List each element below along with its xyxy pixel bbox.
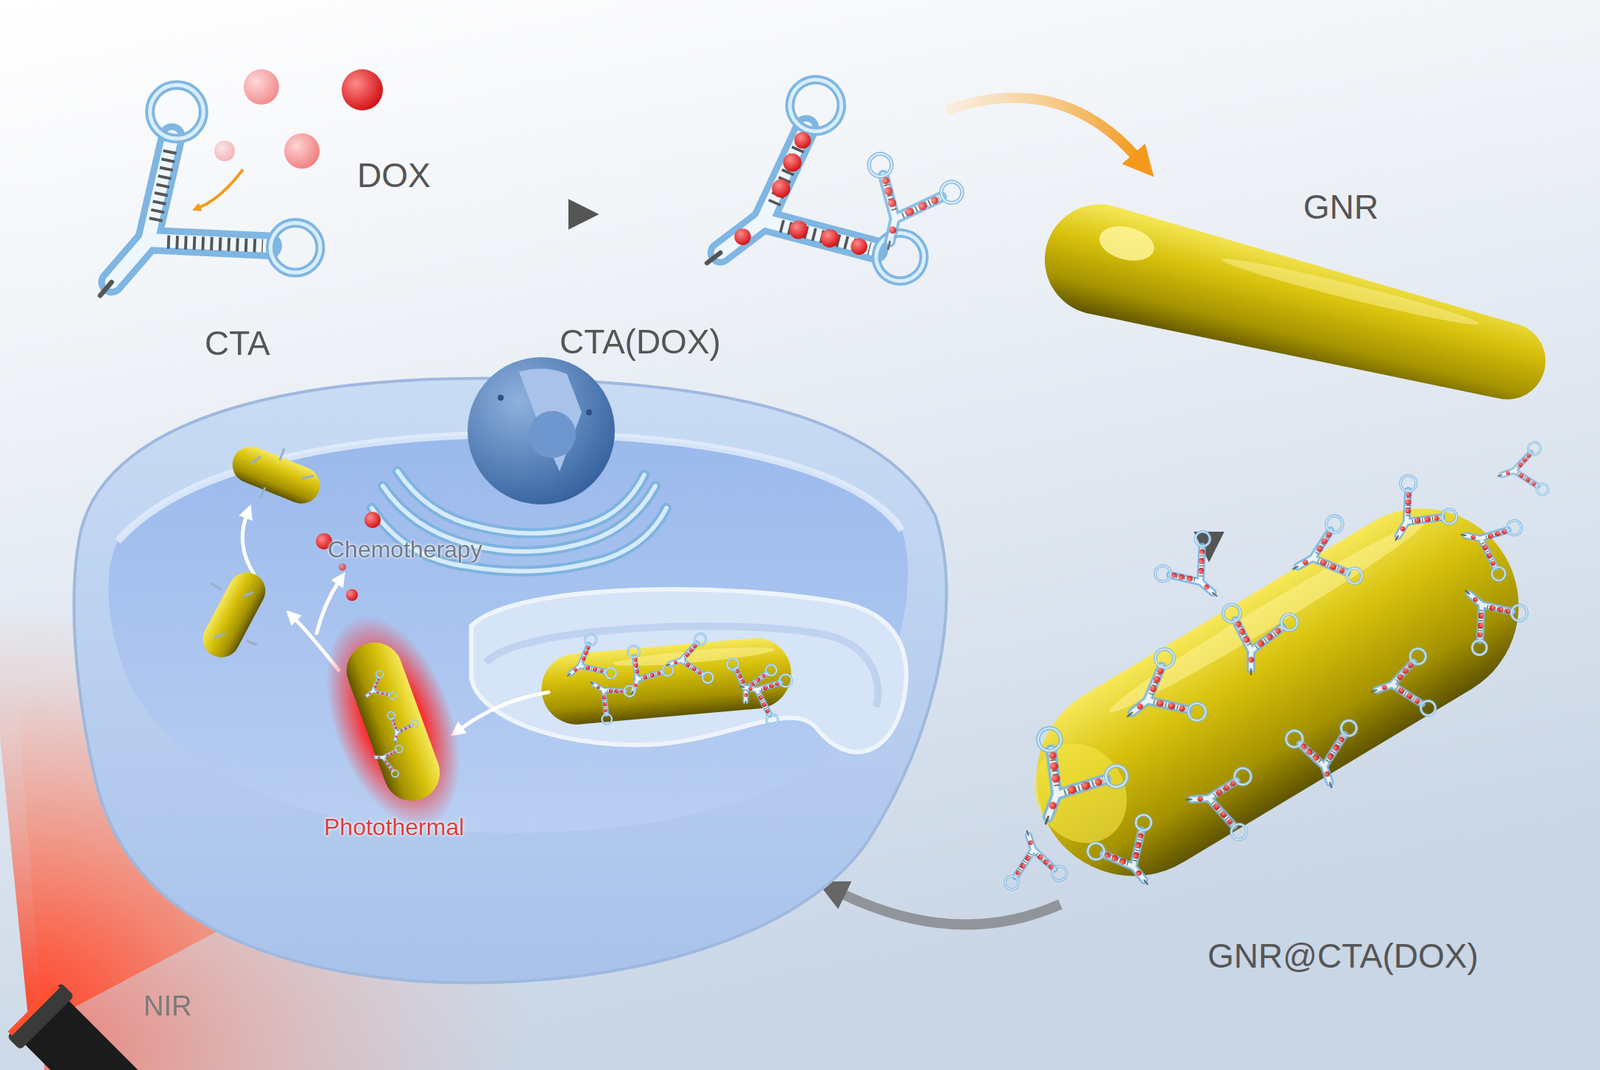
process-label: Photothermal — [323, 813, 464, 841]
process-label: Chemotherapy — [327, 536, 483, 564]
conjugate-label: GNR@CTA(DOX) — [1207, 936, 1479, 976]
structure-label: CTA — [204, 323, 271, 364]
structure-label: CTA(DOX) — [559, 322, 721, 362]
drug-label: DOX — [357, 156, 431, 196]
light-label: NIR — [143, 990, 192, 1023]
nanorod-label: GNR — [1303, 187, 1379, 227]
